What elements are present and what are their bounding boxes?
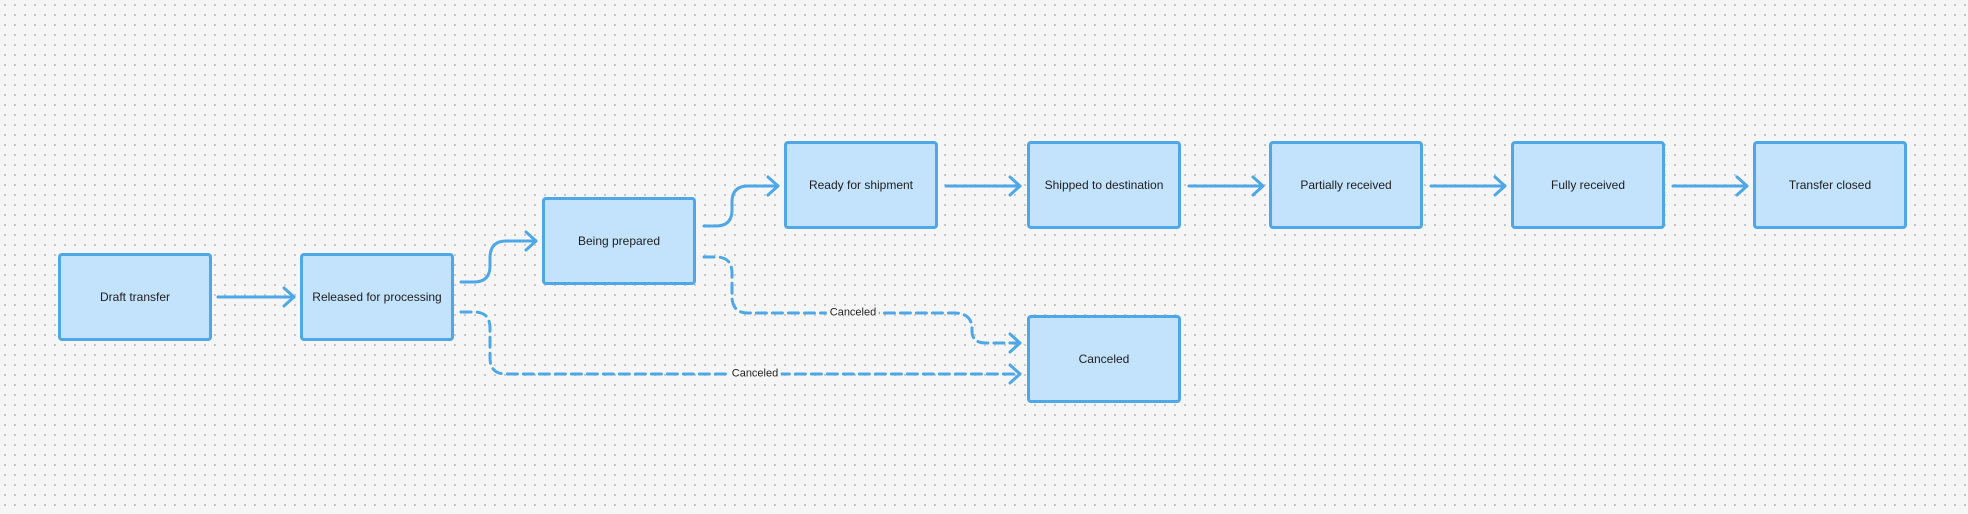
node-label: Draft transfer [99,290,171,304]
node-draft-transfer[interactable]: Draft transfer [58,253,212,341]
node-canceled[interactable]: Canceled [1027,315,1181,403]
node-label: Being prepared [577,234,661,248]
node-partially-received[interactable]: Partially received [1269,141,1423,229]
node-label: Transfer closed [1788,178,1872,192]
node-transfer-closed[interactable]: Transfer closed [1753,141,1907,229]
node-label: Released for processing [312,290,442,304]
node-label: Canceled [1078,352,1130,366]
node-ready-for-shipment[interactable]: Ready for shipment [784,141,938,229]
node-label: Partially received [1300,178,1392,192]
node-label: Ready for shipment [808,178,914,192]
node-being-prepared[interactable]: Being prepared [542,197,696,285]
edge-ready-to-shipped [944,175,1022,197]
edge-prepared-to-ready [702,175,780,228]
edge-released-to-canceled [459,310,1022,385]
edge-label-prepared-canceled: Canceled [826,306,880,320]
node-fully-received[interactable]: Fully received [1511,141,1665,229]
node-released-for-processing[interactable]: Released for processing [300,253,454,341]
edge-partial-to-full [1429,175,1507,197]
edge-full-to-closed [1671,175,1749,197]
edge-shipped-to-partial [1187,175,1265,197]
edge-label-released-canceled: Canceled [728,367,782,381]
node-label: Fully received [1550,178,1626,192]
edge-prepared-to-canceled [702,255,1022,354]
node-shipped-to-destination[interactable]: Shipped to destination [1027,141,1181,229]
edge-released-to-prepared [459,230,538,284]
edge-draft-to-released [216,286,296,308]
node-label: Shipped to destination [1044,178,1164,192]
